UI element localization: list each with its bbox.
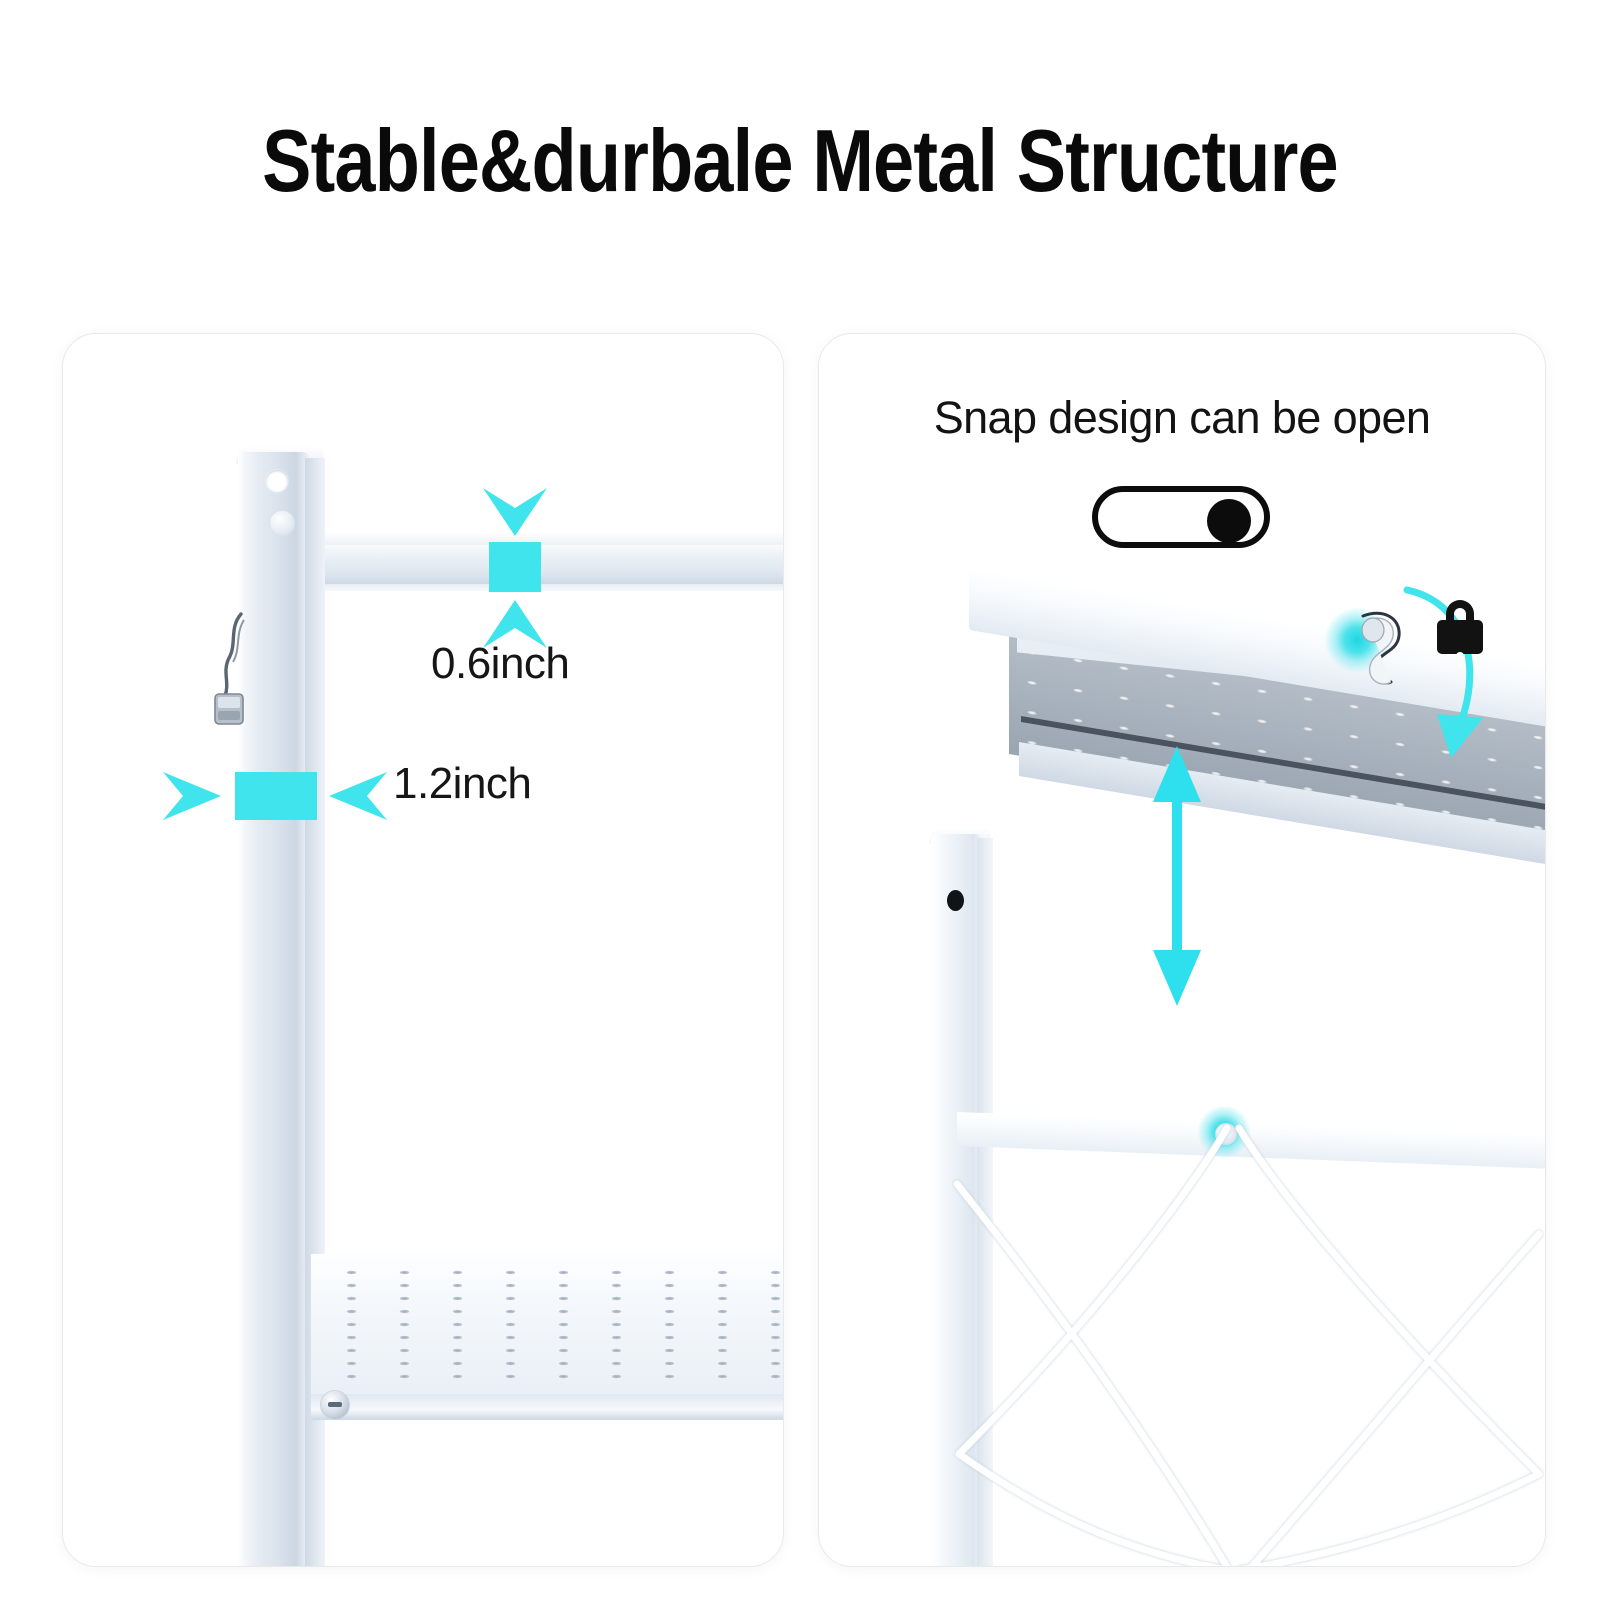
bar-thickness-highlight [489, 542, 541, 592]
bar-thickness-label: 0.6inch [431, 639, 570, 688]
arrow-down-icon [483, 488, 547, 536]
lock-shackle [1446, 600, 1474, 628]
post-side-face [977, 838, 993, 1566]
snap-design-heading: Snap design can be open [933, 392, 1431, 443]
arrow-left-icon [329, 772, 387, 820]
tilted-perforated-shelf [939, 564, 1545, 892]
vertical-metal-post [238, 452, 312, 1566]
post-width-label: 1.2inch [393, 759, 532, 808]
upper-shelf-rail [311, 544, 783, 587]
lock-icon [1437, 600, 1483, 667]
snap-design-panel-card: Snap design can be open [818, 333, 1546, 1567]
upper-rail-lip [311, 584, 783, 591]
post-mounting-hole [266, 470, 288, 492]
shelf-perforation-pattern [325, 1266, 783, 1386]
toggle-knob [1207, 499, 1251, 543]
arrow-right-icon [163, 772, 221, 820]
post-width-highlight [235, 772, 317, 820]
snap-toggle-switch[interactable] [1092, 486, 1270, 548]
snap-clip-icon [1357, 608, 1409, 694]
dimensions-panel-card: 0.6inch 1.2inch [62, 333, 784, 1567]
arrow-up-icon [483, 600, 547, 648]
post-rivet [269, 510, 295, 536]
vertical-metal-post [931, 834, 983, 1566]
upper-rail-top-face [311, 532, 783, 546]
shelf-bolt [320, 1390, 350, 1420]
x-wire-brace [939, 1124, 1545, 1566]
double-headed-vertical-arrow-icon [1149, 746, 1205, 1006]
post-mounting-hole [947, 890, 964, 911]
metal-spring-clip [211, 610, 247, 726]
lower-shelf-front-edge [311, 1394, 783, 1420]
page-title: Stable&durbale Metal Structure [262, 111, 1338, 210]
lock-keyhole [1456, 652, 1464, 667]
lock-body [1437, 620, 1483, 667]
